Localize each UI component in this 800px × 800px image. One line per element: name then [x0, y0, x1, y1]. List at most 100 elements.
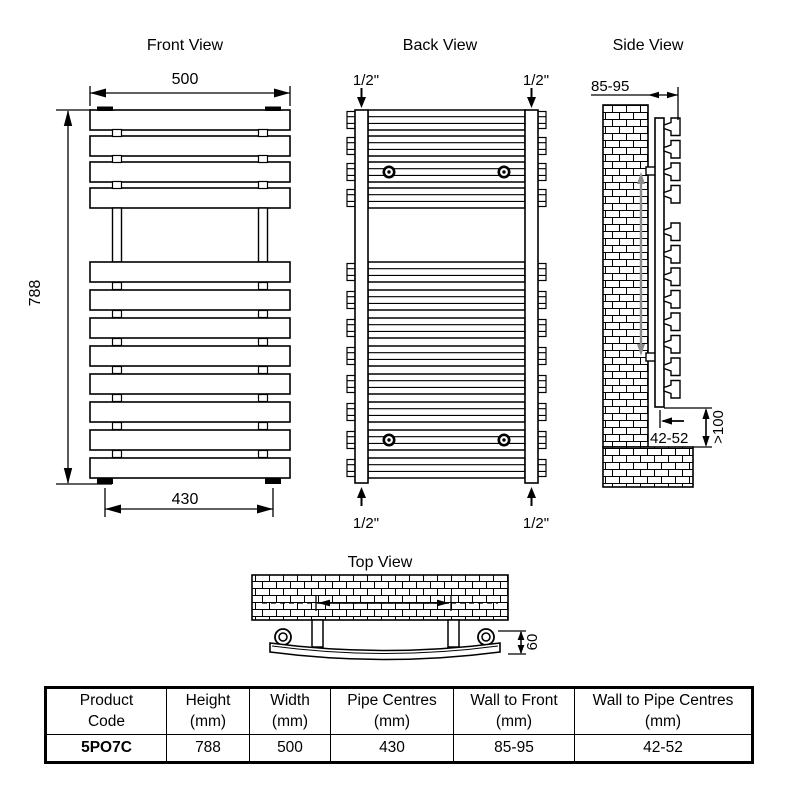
- panel-connector: [257, 393, 269, 403]
- header-line: Pipe Centres: [347, 692, 437, 710]
- cell-width: 500: [250, 735, 331, 761]
- top-view-drawing: Top View: [251, 554, 541, 661]
- header-line: Height: [185, 692, 231, 710]
- panel-row: [346, 187, 547, 209]
- front-width-dimension: [89, 86, 291, 106]
- panel-connector: [111, 180, 123, 190]
- panel-connector: [111, 154, 123, 164]
- radiator-panel: [89, 429, 291, 451]
- floor-clearance-label: >100: [710, 410, 727, 444]
- table-data-row: 5PO7C 788 500 430 85-95 42-52: [47, 735, 751, 761]
- wall-bracket: [447, 619, 460, 648]
- panel-row: [346, 373, 547, 395]
- dim-arrowhead: [274, 88, 290, 98]
- radiator-panel: [89, 317, 291, 339]
- panel-connector: [257, 365, 269, 375]
- header-line: Wall to Pipe Centres: [592, 692, 734, 710]
- top-plug: [265, 106, 281, 111]
- connection-size-label: 1/2": [523, 72, 549, 89]
- panel-connector: [257, 337, 269, 347]
- top-view-title: Top View: [348, 554, 413, 571]
- bottom-connections: 1/2" 1/2": [353, 487, 549, 532]
- connection-arrow: [357, 97, 366, 108]
- fixing-screw: [382, 433, 396, 447]
- fixing-screw: [497, 433, 511, 447]
- header-line: Code: [87, 712, 126, 730]
- header-pipe-centres: Pipe Centres (mm): [331, 689, 454, 735]
- cell-product-code: 5PO7C: [47, 735, 167, 761]
- header-line: (mm): [373, 712, 411, 730]
- panel-row: [346, 161, 547, 183]
- pipe-foot: [265, 478, 281, 484]
- connection-arrow: [357, 487, 366, 498]
- pipe-plan-right: [477, 628, 495, 646]
- header-line: Wall to Front: [470, 692, 558, 710]
- header-line: (mm): [644, 712, 682, 730]
- side-panel-profiles: [663, 117, 681, 399]
- header-line: (mm): [189, 712, 227, 730]
- connection-size-label: 1/2": [353, 515, 379, 532]
- panel-connector: [111, 421, 123, 431]
- specification-table: Product Code Height (mm) Width (mm) Pipe…: [44, 686, 754, 764]
- pipe-foot: [97, 478, 113, 484]
- panel-profile: [663, 139, 681, 159]
- panel-connector: [257, 281, 269, 291]
- radiator-panel: [89, 345, 291, 367]
- header-height: Height (mm): [167, 689, 250, 735]
- panel-row: [346, 317, 547, 339]
- fixing-screw: [497, 165, 511, 179]
- back-view-title: Back View: [403, 37, 478, 54]
- dim-arrowhead: [105, 504, 121, 514]
- cell-wall-to-front: 85-95: [454, 735, 575, 761]
- panel-connector: [257, 128, 269, 138]
- back-panel-rows: [346, 109, 547, 479]
- panel-row: [346, 457, 547, 479]
- radiator-panel: [89, 289, 291, 311]
- right-pipe: [524, 109, 539, 484]
- header-product-code: Product Code: [47, 689, 167, 735]
- panel-profile: [663, 357, 681, 377]
- wall-plan: [251, 574, 509, 621]
- vertical-tube: [111, 207, 123, 263]
- panel-profile: [663, 312, 681, 332]
- top-connections: 1/2" 1/2": [353, 72, 549, 108]
- side-view-title: Side View: [613, 37, 684, 54]
- panel-profile: [663, 222, 681, 242]
- vertical-tube: [257, 207, 269, 263]
- depth-label: 60: [524, 634, 541, 651]
- panel-profile: [663, 184, 681, 204]
- cell-height: 788: [167, 735, 250, 761]
- panel-row: [346, 261, 547, 283]
- front-pipe-centres-dimension: [104, 488, 274, 517]
- connection-arrow: [527, 97, 536, 108]
- radiator-panel: [89, 187, 291, 209]
- floor-clearance-dimension: >100: [664, 407, 727, 448]
- connection-size-label: 1/2": [523, 515, 549, 532]
- panel-row: [346, 289, 547, 311]
- header-line: (mm): [495, 712, 533, 730]
- panel-connector: [111, 281, 123, 291]
- panel-connector: [257, 421, 269, 431]
- panel-row: [346, 135, 547, 157]
- pipe-plan-left: [274, 628, 292, 646]
- panel-row: [346, 109, 547, 131]
- wall-bracket: [311, 619, 324, 648]
- wall-to-pipe-dimension: 42-52: [650, 410, 688, 447]
- panel-row: [346, 401, 547, 423]
- panel-profile: [663, 267, 681, 287]
- radiator-panel: [89, 401, 291, 423]
- panel-connector: [111, 449, 123, 459]
- header-line: (mm): [271, 712, 309, 730]
- panel-connector: [257, 309, 269, 319]
- panel-profile: [663, 379, 681, 399]
- left-pipe: [354, 109, 369, 484]
- radiator-panel: [89, 135, 291, 157]
- header-wall-to-front: Wall to Front (mm): [454, 689, 575, 735]
- connection-size-label: 1/2": [353, 72, 379, 89]
- panel-profile: [663, 334, 681, 354]
- header-wall-to-pipe-centres: Wall to Pipe Centres (mm): [575, 689, 751, 735]
- front-height-label: 788: [27, 280, 44, 307]
- back-view-drawing: Back View 1/2: [346, 37, 549, 532]
- panel-connector: [257, 180, 269, 190]
